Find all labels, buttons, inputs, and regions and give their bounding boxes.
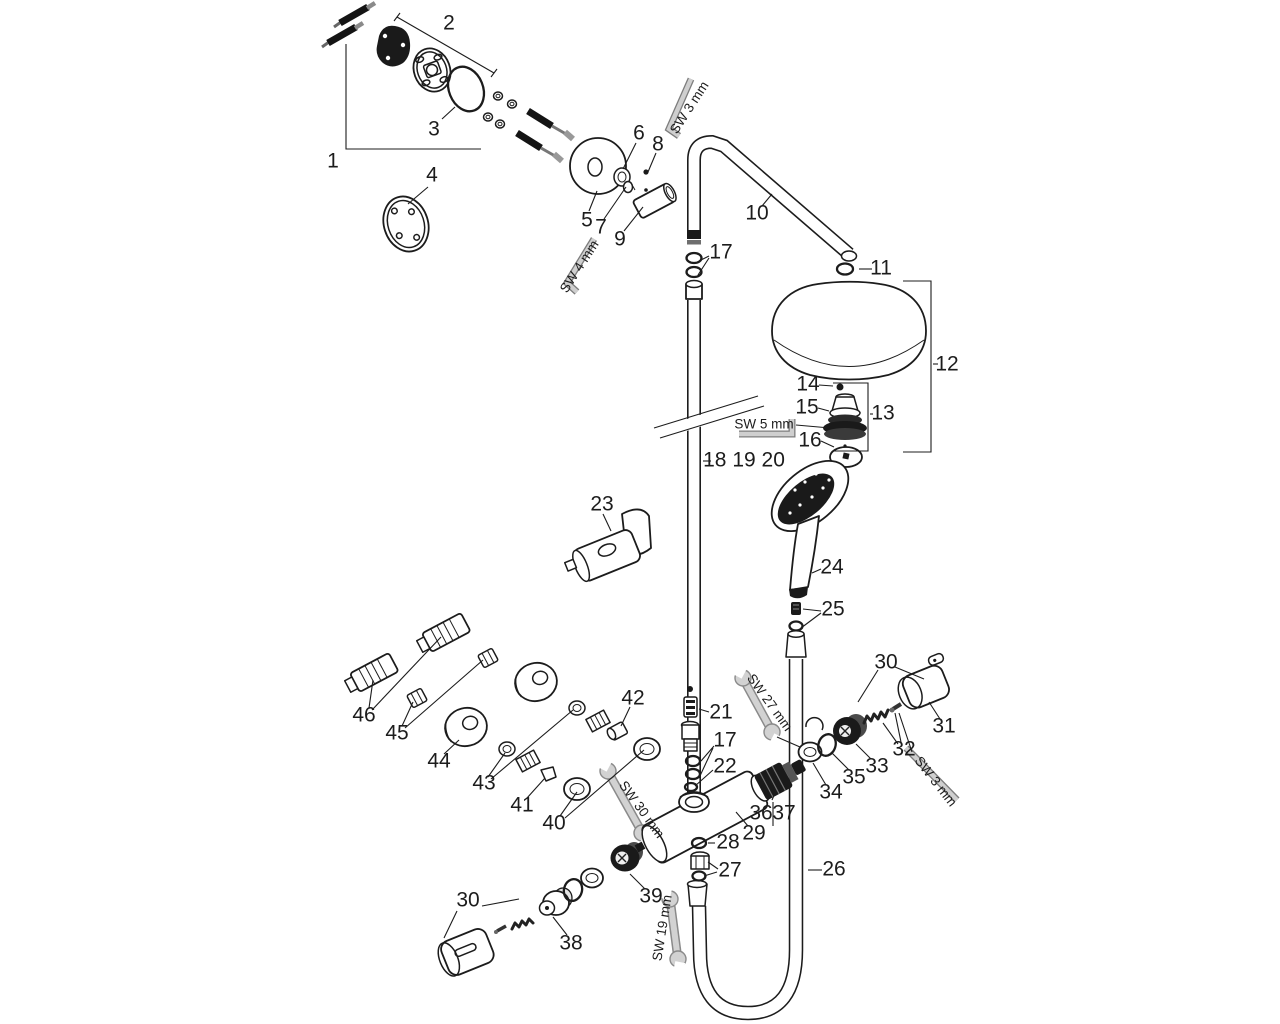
inlet-fittings-cluster [343, 612, 661, 801]
cartridge-column-21-22 [680, 686, 702, 793]
part-number-label-31: 31 [932, 715, 955, 738]
part-number-label-17: 17 [713, 729, 736, 752]
thermostat-cartridge-36-37 [750, 759, 806, 802]
part-number-label-30: 30 [874, 651, 897, 674]
part-number-label-4: 4 [426, 164, 438, 187]
part-number-label-5: 5 [581, 209, 593, 232]
part-number-label-25: 25 [821, 598, 844, 621]
handshower [770, 459, 850, 599]
tool-size-label-2: SW 4 mm [557, 238, 602, 296]
part-number-label-27: 27 [718, 859, 741, 882]
part-number-label-3: 3 [428, 118, 440, 141]
washers-and-screws [482, 91, 575, 164]
part-number-label-45: 45 [385, 722, 408, 745]
part-number-label-34: 34 [819, 781, 843, 804]
allen-key-sw4 [562, 237, 597, 295]
part-number-label-21: 21 [709, 701, 732, 724]
part-number-label-13: 13 [871, 402, 894, 425]
anchor-screws [321, 1, 377, 49]
part-number-label-39: 39 [639, 885, 662, 908]
oval-cover-plate [382, 195, 430, 253]
part-number-label-44: 44 [427, 750, 451, 773]
washer-icon [482, 91, 518, 129]
part-number-label-43: 43 [472, 772, 495, 795]
small-fittings-6-7-8-9 [613, 167, 677, 219]
aerator-assembly [823, 383, 867, 468]
part-number-label-11: 11 [870, 257, 892, 280]
part-number-label-37: 37 [772, 802, 795, 825]
shower-arm [685, 134, 858, 300]
part-number-label-8: 8 [652, 133, 664, 156]
part-number-label-22: 22 [713, 755, 736, 778]
wrench-sw19 [659, 886, 687, 975]
part-number-label-10: 10 [745, 202, 768, 225]
part-number-label-35: 35 [842, 766, 865, 789]
wrench-sw27 [732, 663, 784, 749]
handshower-holder [563, 508, 652, 583]
part-number-label-46: 46 [352, 704, 375, 727]
part-number-label-41: 41 [510, 794, 533, 817]
mounting-plate-group [376, 25, 486, 113]
tool-size-label-7: SW 3 mm [912, 753, 960, 809]
allen-key-sw3-top [664, 77, 695, 139]
part-number-label-1: 1 [327, 150, 339, 173]
thermostat-body [641, 770, 769, 864]
part-number-label-2: 2 [443, 12, 455, 35]
part-number-label-24: 24 [820, 556, 844, 579]
tool-size-label-3: SW 5 mm [734, 417, 793, 432]
temp-handle-group [797, 652, 950, 763]
part-number-label-40: 40 [542, 812, 565, 835]
part-number-label-17: 17 [709, 241, 732, 264]
part-number-label-18-19-20: 18 19 20 [703, 449, 785, 472]
part-number-label-9: 9 [614, 228, 626, 251]
volume-handle-group [437, 841, 646, 977]
part-number-label-36: 36 [749, 802, 772, 825]
part-number-label-26: 26 [822, 858, 845, 881]
allen-key-sw3-bottom [903, 745, 960, 803]
leader-lines [345, 12, 941, 939]
part-number-label-28: 28 [716, 831, 739, 854]
part-number-label-15: 15 [795, 396, 818, 419]
part-number-label-32: 32 [892, 738, 915, 761]
part-number-label-38: 38 [559, 932, 582, 955]
part-number-label-33: 33 [865, 755, 888, 778]
part-number-label-6: 6 [633, 122, 645, 145]
part-number-label-14: 14 [796, 373, 820, 396]
filter-insert-25 [788, 602, 804, 632]
check-valve-42 [606, 721, 629, 741]
allen-key-sw5 [739, 419, 796, 438]
part-number-label-30: 30 [456, 889, 479, 912]
part-number-label-12: 12 [935, 353, 958, 376]
part-number-label-29: 29 [742, 822, 765, 845]
round-escutcheon [569, 137, 627, 195]
part-number-label-16: 16 [798, 429, 821, 452]
overhead-shower [771, 262, 927, 381]
part-number-label-7: 7 [595, 216, 607, 239]
part-number-label-23: 23 [590, 493, 613, 516]
part-number-label-42: 42 [621, 687, 644, 710]
